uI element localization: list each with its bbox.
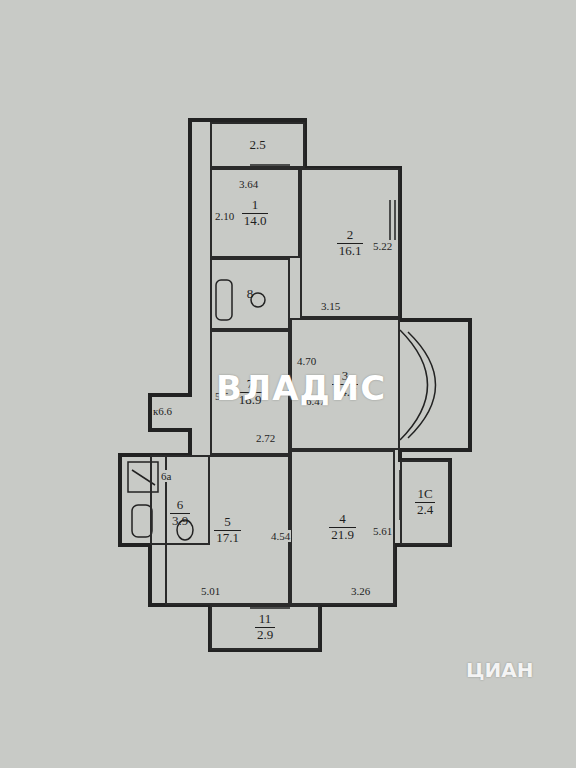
dimension-label: 3.15: [320, 300, 341, 312]
room-area: 3.9: [170, 513, 190, 529]
room-number: 4: [339, 512, 346, 527]
dimension-label: 3.26: [350, 585, 371, 597]
dimension-label: 5.01: [200, 585, 221, 597]
dimension-label: к6.6: [152, 405, 173, 417]
room-area: 2.4: [415, 502, 435, 518]
room-number: 6: [177, 498, 184, 513]
room-number: 2: [347, 228, 354, 243]
dimension-label: 2.10: [214, 210, 235, 222]
room-number: 1: [252, 198, 259, 213]
bathroom-outline: 8: [210, 258, 290, 330]
room-area: 16.1: [337, 243, 364, 259]
balcony-outline: 1С2.4: [400, 460, 450, 545]
dimension-label: 2.72: [255, 432, 276, 444]
room-area: 14.0: [242, 213, 269, 229]
room-number: 11: [259, 612, 272, 627]
room-area: 21.9: [329, 527, 356, 543]
room-area: 2.9: [255, 627, 275, 643]
balcony-outline: 112.9: [210, 605, 320, 650]
watermark: ЦИАН: [465, 658, 535, 682]
room-number: 5: [224, 515, 231, 530]
balcony-outline: 2.5: [210, 122, 305, 168]
dimension-label: 4.54: [270, 530, 291, 542]
dimension-label: 4.70: [296, 355, 317, 367]
watermark: ВЛАДИС: [215, 368, 387, 408]
room-area: 2.5: [249, 138, 265, 153]
dimension-label: 6а: [160, 470, 172, 482]
room-number: 1С: [417, 487, 432, 502]
bathroom-outline: 63.9: [150, 455, 210, 545]
dimension-label: 3.64: [238, 178, 259, 190]
room-area: 17.1: [214, 530, 241, 546]
dimension-label: 5.61: [372, 525, 393, 537]
dimension-label: 5.22: [372, 240, 393, 252]
room-area: 8: [247, 287, 254, 302]
